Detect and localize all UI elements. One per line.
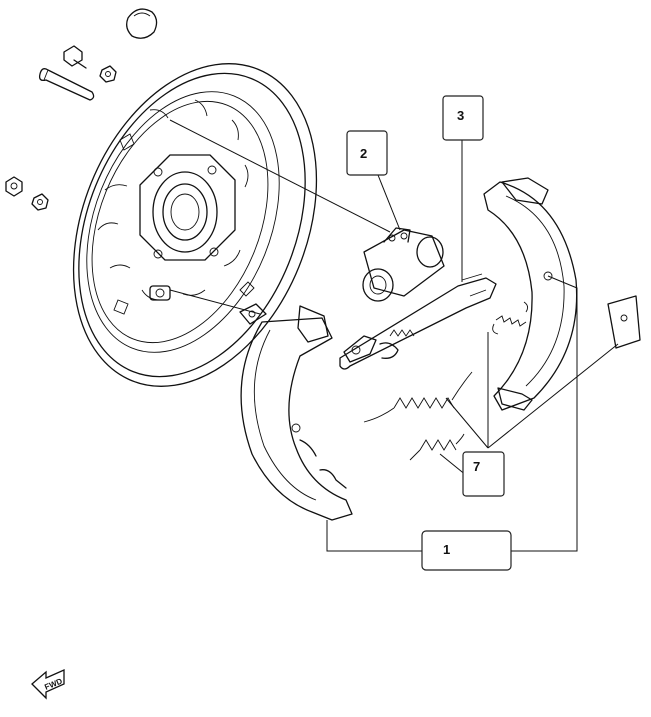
callout-3-label: 3 [457, 108, 464, 123]
fwd-arrow-icon: FWD [31, 668, 65, 700]
callout-7: 7 [462, 451, 505, 497]
adjuster-lever [339, 273, 497, 370]
backing-plate [72, 63, 318, 387]
callout-3: 3 [442, 95, 484, 141]
callout-1-label: 1 [443, 542, 450, 557]
long-pin [38, 68, 95, 101]
brake-shoe-left [240, 305, 353, 521]
callout-1: 1 [421, 530, 512, 571]
nut-left [5, 176, 23, 197]
spring-upper-right [492, 301, 529, 335]
callout-7-label: 7 [473, 459, 480, 474]
anchor-bolt [239, 303, 267, 325]
leader-lines [169, 119, 619, 552]
callout-2: 2 [346, 130, 388, 176]
spring-middle [363, 371, 473, 423]
washer-top [99, 65, 117, 83]
bolt-top [63, 45, 87, 69]
grommet-plug [126, 8, 158, 39]
brake-shoe-right [483, 177, 578, 411]
retainer-clip [607, 295, 641, 349]
callout-2-label: 2 [360, 146, 367, 161]
washer-left [31, 193, 49, 211]
wheel-cylinder [362, 227, 445, 302]
spring-lower [409, 433, 465, 461]
